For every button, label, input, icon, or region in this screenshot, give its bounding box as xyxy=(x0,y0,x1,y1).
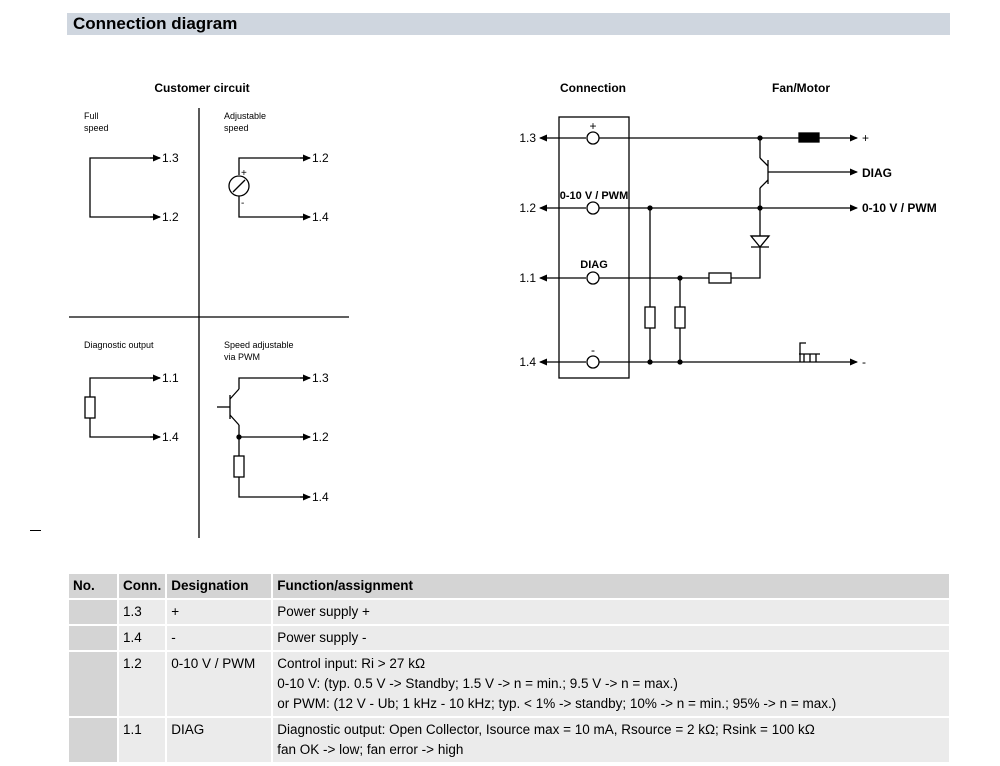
connector-block xyxy=(558,116,630,379)
cell-designation: DIAG xyxy=(165,716,274,764)
customer-circuit: Customer circuit Full speed 1.3 1.2 Adju… xyxy=(69,81,349,538)
function-line: 0-10 V: (typ. 0.5 V -> Standby; 1.5 V ->… xyxy=(277,676,678,691)
resistor-icon xyxy=(708,272,732,284)
transistor-icon xyxy=(217,388,240,426)
cell-no xyxy=(67,716,119,764)
cell-function: Power supply + xyxy=(271,598,951,626)
cell-designation: - xyxy=(165,624,274,652)
cell-conn: 1.2 xyxy=(116,650,168,718)
terminal-label: 1.1 xyxy=(162,371,179,385)
terminal-circle xyxy=(586,355,600,369)
table-row: 1.3 + Power supply + xyxy=(67,598,951,626)
cell-function: Diagnostic output: Open Collector, Isour… xyxy=(271,716,951,764)
header-designation: Designation xyxy=(165,572,274,600)
terminal-circle xyxy=(586,271,600,285)
adjustable-speed-label-2: speed xyxy=(224,123,249,133)
cell-conn: 1.1 xyxy=(116,716,168,764)
output-plus-label: + xyxy=(862,131,869,145)
adjustable-speed-label-1: Adjustable xyxy=(224,111,266,121)
customer-circuit-title: Customer circuit xyxy=(154,81,249,95)
assignment-table: No. Conn. Designation Function/assignmen… xyxy=(67,572,951,764)
table-row: 1.4 - Power supply - xyxy=(67,624,951,652)
connection-diagram-figure: Customer circuit Full speed 1.3 1.2 Adju… xyxy=(69,81,937,538)
output-transistor-icon xyxy=(759,138,858,189)
terminal-label: 1.3 xyxy=(162,151,179,165)
minus-sign: - xyxy=(241,198,244,209)
table-row: 1.2 0-10 V / PWM Control input: Ri > 27 … xyxy=(67,650,951,718)
terminal-label: 1.2 xyxy=(162,210,179,224)
resistor-icon xyxy=(644,306,656,329)
function-line: fan OK -> low; fan error -> high xyxy=(277,742,464,757)
speed-pwm-label-1: Speed adjustable xyxy=(224,340,294,350)
diagnostic-output-label: Diagnostic output xyxy=(84,340,154,350)
terminal-label: 1.3 xyxy=(312,371,329,385)
section-title: Connection diagram xyxy=(73,14,238,33)
full-speed-label-1: Full xyxy=(84,111,99,121)
terminal-label: 1.4 xyxy=(162,430,179,444)
resistor-icon xyxy=(674,306,686,329)
output-diag-label: DIAG xyxy=(862,166,892,180)
terminal-circle xyxy=(586,131,600,145)
terminal-label: 1.3 xyxy=(519,131,536,145)
full-speed-label-2: speed xyxy=(84,123,109,133)
ground-switch-icon xyxy=(799,342,820,362)
cell-no xyxy=(67,598,119,626)
function-line: Power supply - xyxy=(277,630,367,645)
connection-title: Connection xyxy=(560,81,626,95)
resistor-icon xyxy=(84,396,96,419)
cell-conn: 1.3 xyxy=(116,598,168,626)
cell-conn: 1.4 xyxy=(116,624,168,652)
plus-sign: + xyxy=(241,168,247,179)
quadrant-diagnostic-output: Diagnostic output 1.1 1.4 xyxy=(84,340,179,444)
header-no: No. xyxy=(67,572,119,600)
quadrant-speed-pwm: Speed adjustable via PWM 1.3 1.2 1.4 xyxy=(217,340,329,504)
cell-designation: 0-10 V / PWM xyxy=(165,650,274,718)
terminal-label: 1.2 xyxy=(312,430,329,444)
function-line: Control input: Ri > 27 kΩ xyxy=(277,656,426,671)
cell-function: Power supply - xyxy=(271,624,951,652)
diode-icon xyxy=(749,235,771,249)
fan-motor-title: Fan/Motor xyxy=(772,81,830,95)
terminal-label: 1.4 xyxy=(312,210,329,224)
terminal-label: 1.4 xyxy=(312,490,329,504)
connection-schematic: Connection Fan/Motor 1.3 1.2 1.1 1.4 + 0… xyxy=(519,81,937,379)
header-function: Function/assignment xyxy=(271,572,951,600)
terminal-label: 1.2 xyxy=(519,201,536,215)
output-minus-label: - xyxy=(862,355,866,369)
speed-pwm-label-2: via PWM xyxy=(224,352,260,362)
table-header-row: No. Conn. Designation Function/assignmen… xyxy=(67,572,951,600)
cell-designation: + xyxy=(165,598,274,626)
terminal-label: 1.4 xyxy=(519,355,536,369)
function-line: Diagnostic output: Open Collector, Isour… xyxy=(277,722,815,737)
function-line: or PWM: (12 V - Ub; 1 kHz - 10 kHz; typ.… xyxy=(277,696,837,711)
function-line: Power supply + xyxy=(277,604,370,619)
terminal-label: 1.2 xyxy=(312,151,329,165)
fuse-icon xyxy=(798,132,820,143)
quadrant-full-speed: Full speed 1.3 1.2 xyxy=(84,111,179,224)
inner-diag-label: DIAG xyxy=(580,259,608,271)
cell-function: Control input: Ri > 27 kΩ 0-10 V: (typ. … xyxy=(271,650,951,718)
output-pwm-label: 0-10 V / PWM xyxy=(862,201,937,215)
terminal-circle xyxy=(586,201,600,215)
header-conn: Conn. xyxy=(116,572,168,600)
quadrant-adjustable-speed: Adjustable speed + - 1.2 1.4 xyxy=(224,111,329,224)
table-row: 1.1 DIAG Diagnostic output: Open Collect… xyxy=(67,716,951,764)
section-header: Connection diagram xyxy=(67,13,950,35)
resistor-icon xyxy=(233,455,245,478)
inner-minus-label: - xyxy=(591,343,595,357)
terminal-label: 1.1 xyxy=(519,271,536,285)
cell-no xyxy=(67,624,119,652)
page-mark xyxy=(30,530,41,531)
inner-pwm-label: 0-10 V / PWM xyxy=(560,190,628,202)
cell-no xyxy=(67,650,119,718)
inner-plus-label: + xyxy=(589,119,596,133)
